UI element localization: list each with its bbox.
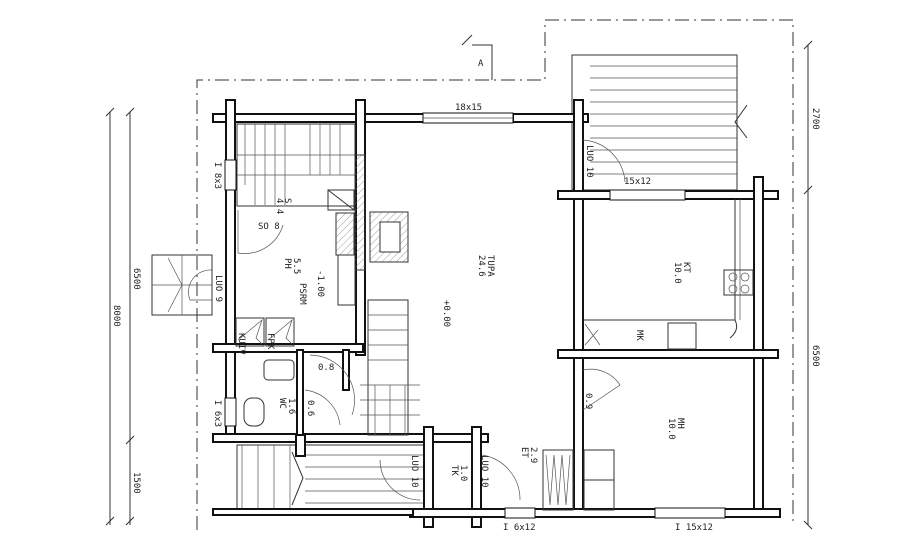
svg-text:TUPA: TUPA <box>485 255 495 277</box>
svg-text:PH: PH <box>282 258 292 269</box>
wc-label: WC 1.6 <box>277 398 296 414</box>
svg-text:KT: KT <box>681 262 691 273</box>
window-label-top: 18x15 <box>455 103 482 113</box>
window-label-kitchen-terrace: 15x12 <box>624 177 651 187</box>
door-entry-label: LUO 10 <box>479 455 489 488</box>
fpk-label: FPK <box>265 333 275 350</box>
steps-left <box>151 254 213 316</box>
living-level: +0.00 <box>441 300 451 327</box>
door-bedroom-label: 0.9 <box>583 393 593 409</box>
section-marker: A <box>478 59 484 69</box>
svg-text:WC: WC <box>277 398 287 409</box>
svg-text:10.0: 10.0 <box>666 418 676 440</box>
kitchen-label: KT 10.0 <box>672 262 691 284</box>
door-washroom-label: LUO 9 <box>213 275 223 302</box>
stairs <box>337 254 420 436</box>
sink-icon <box>667 322 697 350</box>
svg-text:S: S <box>282 198 292 203</box>
door-kitchen-terrace-label: LUO 10 <box>584 145 594 178</box>
kitchen-unit-label: MK <box>634 330 644 341</box>
door-terrace-left-label: LUO 10 <box>409 455 419 488</box>
wc-fixtures <box>243 359 295 427</box>
terrace-bottom-left <box>236 444 428 514</box>
windows: 18x15 15x12 I 6x12 I 15x12 I 8x3 I 6x3 <box>212 103 726 533</box>
svg-text:24.6: 24.6 <box>476 255 486 277</box>
window-label-bedroom: I 15x12 <box>675 523 713 533</box>
room-labels: S 4.4 SO 8 PH 5.5 -1.00 PSRM LUO 9 TUPA … <box>213 145 691 488</box>
window-label-entry: I 6x12 <box>503 523 536 533</box>
terrace-top-right <box>571 54 748 191</box>
washbasin-icon <box>263 359 295 381</box>
entry-label: ET 2.9 <box>519 447 538 463</box>
wardrobe <box>542 449 615 511</box>
svg-text:10.0: 10.0 <box>672 262 682 284</box>
svg-text:1.0: 1.0 <box>458 465 468 481</box>
doors <box>188 139 626 501</box>
dim-left-main: 6500 <box>131 268 141 290</box>
svg-text:1.6: 1.6 <box>286 398 296 414</box>
svg-text:ET: ET <box>519 447 529 458</box>
stove-icon <box>723 269 754 296</box>
plot-boundary: A <box>196 19 794 530</box>
svg-text:MH: MH <box>675 418 685 429</box>
dim-right-terrace: 2700 <box>810 108 820 130</box>
dim-left-terrace: 1500 <box>131 472 141 494</box>
svg-text:2.9: 2.9 <box>528 447 538 463</box>
svg-text:4.4: 4.4 <box>274 198 284 214</box>
walls <box>212 99 781 528</box>
window-label-wc: I 6x3 <box>212 400 222 427</box>
door-wc-label: 0.6 <box>305 400 315 416</box>
dim-left-total: 8000 <box>111 305 121 327</box>
kitchen-fixtures: MK <box>583 199 754 350</box>
dryer-cabinet-label: KUIV <box>236 333 246 355</box>
washroom-label: PH 5.5 <box>282 258 301 274</box>
svg-text:5.5: 5.5 <box>291 258 301 274</box>
living-room-label: TUPA 24.6 <box>476 255 495 277</box>
fireplace <box>327 154 409 271</box>
sauna-benches <box>236 123 356 207</box>
door-hall-label: 0.8 <box>318 363 334 373</box>
toilet-icon <box>243 397 265 427</box>
dim-right-main: 6500 <box>810 345 820 367</box>
window-label-sauna: I 8x3 <box>212 162 222 189</box>
stove-label: SO 8 <box>258 222 280 232</box>
washroom-note: PSRM <box>297 283 307 305</box>
cabinets: KUIV FPK <box>235 317 295 355</box>
sauna-label: S 4.4 <box>274 198 292 214</box>
bedroom-label: MH 10.0 <box>666 418 685 440</box>
washroom-level: -1.00 <box>315 270 325 297</box>
dimensions: 8000 6500 1500 2700 6500 <box>105 40 820 530</box>
windbreak-label: TK 1.0 <box>449 465 468 481</box>
svg-text:TK: TK <box>449 465 459 476</box>
